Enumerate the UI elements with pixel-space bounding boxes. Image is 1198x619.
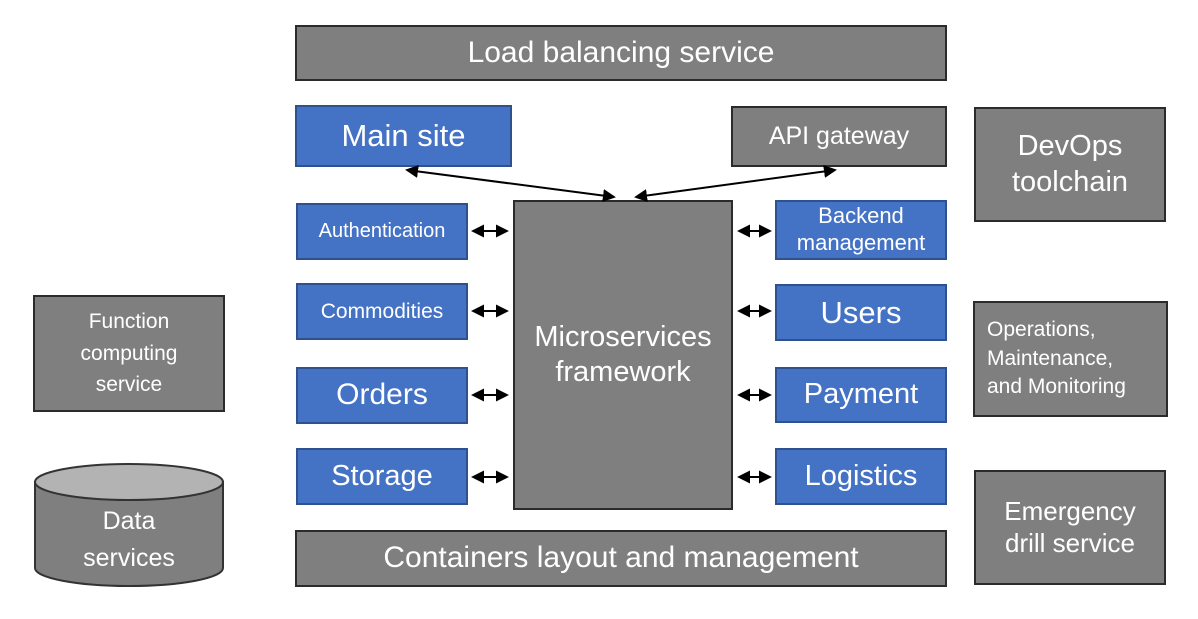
node-label: API gateway	[768, 122, 910, 151]
node-label: Function computing service	[80, 310, 178, 397]
node-devops-toolchain: DevOps toolchain	[974, 107, 1166, 222]
node-operations-maintenance-monitoring: Operations, Maintenance, and Monitoring	[973, 301, 1168, 417]
node-authentication: Authentication	[296, 203, 468, 260]
node-label: Microservices framework	[534, 320, 712, 388]
node-label: Orders	[336, 378, 428, 412]
node-label: Operations, Maintenance, and Monitoring	[987, 318, 1126, 399]
node-function-computing-service: Function computing service	[33, 295, 225, 412]
node-load-balancing-service: Load balancing service	[295, 25, 947, 81]
node-label: Commodities	[320, 299, 444, 323]
node-backend-management: Backend management	[775, 200, 947, 260]
arrow-main-site-framework	[405, 164, 616, 203]
node-api-gateway: API gateway	[731, 106, 947, 167]
node-storage: Storage	[296, 448, 468, 505]
database-cylinder-icon	[34, 463, 224, 587]
node-emergency-drill-service: Emergency drill service	[974, 470, 1166, 585]
node-label: Load balancing service	[467, 35, 775, 69]
node-label: Containers layout and management	[383, 541, 859, 575]
node-microservices-framework: Microservices framework	[513, 200, 733, 510]
node-label: Logistics	[804, 459, 918, 492]
node-users: Users	[775, 284, 947, 341]
node-orders: Orders	[296, 367, 468, 424]
node-label: Data services	[83, 506, 175, 573]
arrow-api-gateway-framework	[634, 165, 837, 202]
node-main-site: Main site	[295, 105, 512, 167]
node-payment: Payment	[775, 367, 947, 423]
node-commodities: Commodities	[296, 283, 468, 340]
node-label: Authentication	[318, 220, 446, 243]
node-data-services-cylinder: Data services	[33, 462, 225, 588]
node-label: Payment	[803, 378, 919, 411]
node-label: Storage	[331, 459, 433, 492]
node-label: Backend management	[796, 203, 926, 255]
node-label: Users	[820, 294, 902, 330]
node-label: DevOps toolchain	[1011, 130, 1129, 198]
node-logistics: Logistics	[775, 448, 947, 505]
node-label: Emergency drill service	[1004, 495, 1136, 558]
node-containers-layout-management: Containers layout and management	[295, 530, 947, 587]
node-label: Main site	[341, 118, 466, 154]
